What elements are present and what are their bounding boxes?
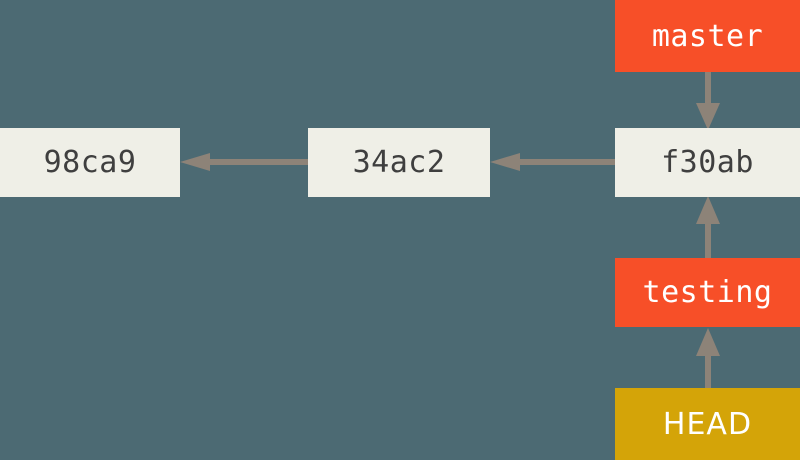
commit-node-98ca9: 98ca9 — [0, 128, 180, 197]
commit-label-f30ab: f30ab — [661, 145, 754, 180]
commit-label-98ca9: 98ca9 — [43, 145, 137, 180]
arrow-f30ab-to-34ac2 — [490, 153, 615, 171]
branch-label-testing: testing — [642, 275, 773, 310]
branch-label-master: master — [651, 18, 764, 54]
branch-node-master: master — [615, 0, 800, 72]
branch-node-testing: testing — [615, 258, 800, 327]
arrow-testing-to-f30ab — [696, 196, 720, 260]
commit-label-34ac2: 34ac2 — [352, 145, 446, 180]
commit-node-f30ab: f30ab — [615, 128, 800, 197]
head-pointer-label: HEAD — [662, 406, 753, 442]
arrow-34ac2-to-98ca9 — [180, 153, 308, 171]
head-pointer-node: HEAD — [615, 388, 800, 460]
arrow-head-to-testing — [696, 328, 720, 390]
commit-node-34ac2: 34ac2 — [308, 128, 490, 197]
arrow-master-to-f30ab — [696, 72, 720, 130]
